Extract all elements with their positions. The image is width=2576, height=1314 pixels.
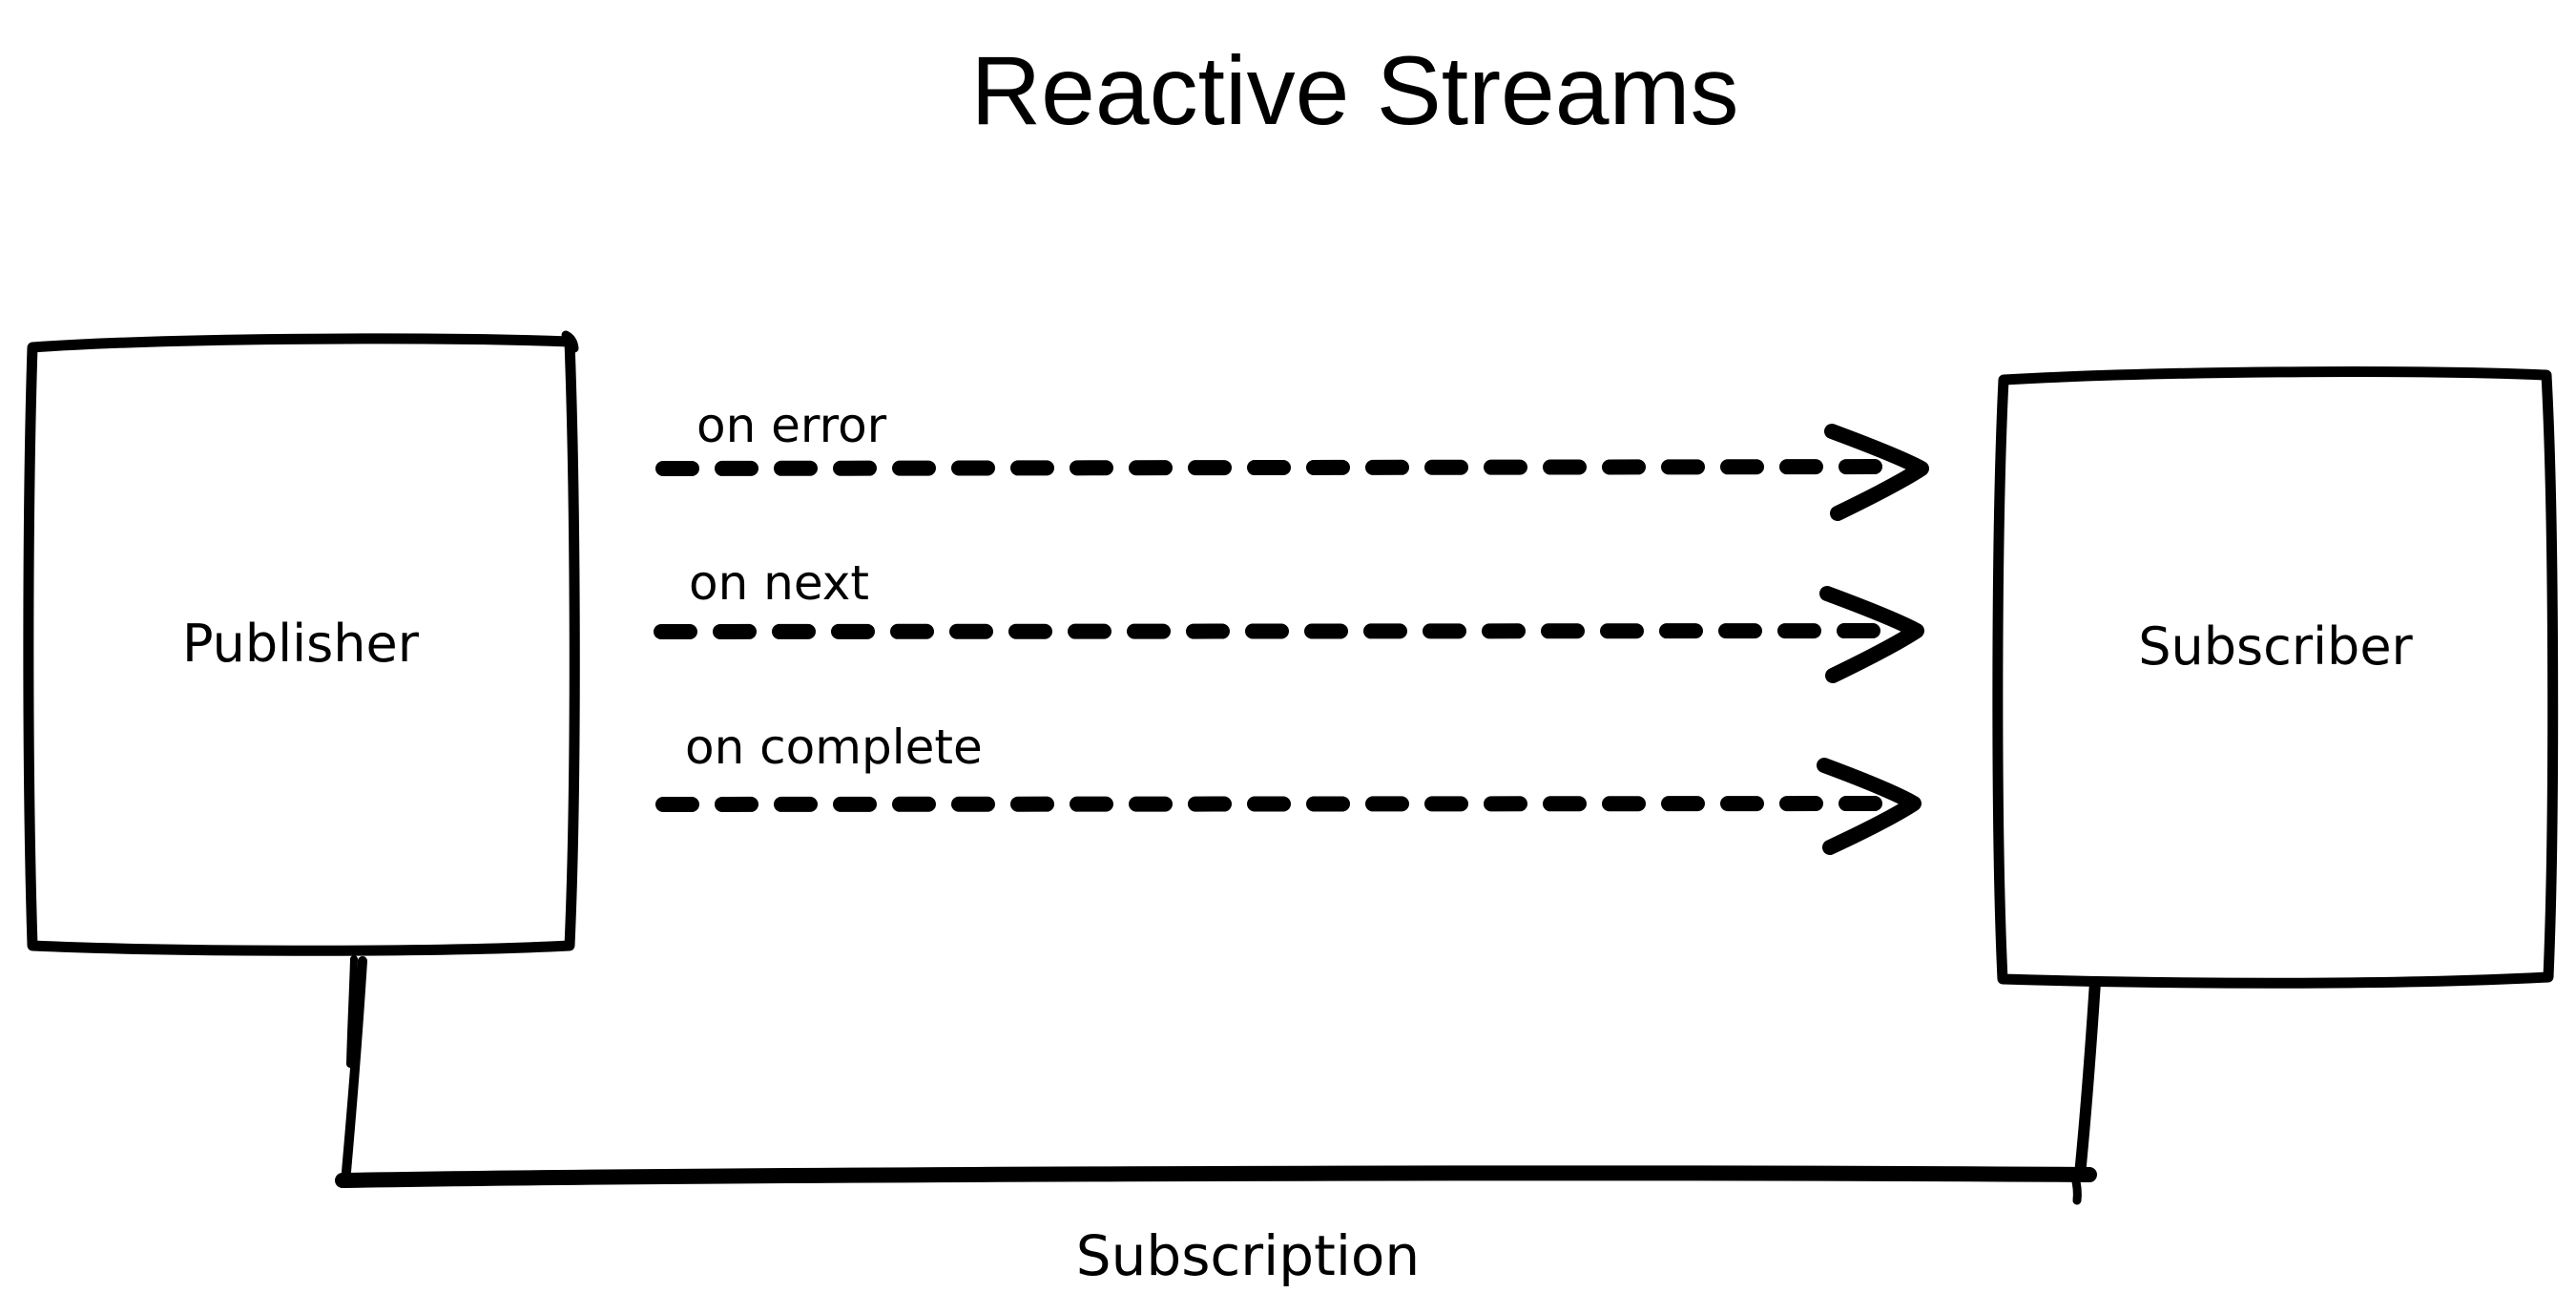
connector-corner-tail: [2070, 1172, 2082, 1205]
publisher-box: [23, 333, 580, 956]
publisher-label: Publisher: [182, 614, 420, 674]
subscription-connector: Subscription: [335, 955, 2101, 1288]
connector-left-line-retrace: [346, 955, 358, 1068]
event-arrow-on-error: on error: [655, 398, 1929, 521]
arrowhead-icon: [1819, 586, 1924, 683]
subscriber-label: Subscriber: [2138, 616, 2413, 677]
connector-bottom-line: [335, 1165, 2097, 1188]
publisher-box-corner-stroke: [561, 330, 579, 353]
dashed-line-on-next: [654, 623, 1900, 639]
connector-right-line: [2074, 976, 2101, 1180]
event-arrow-on-complete: on complete: [655, 720, 1922, 855]
dashed-line-on-complete: [655, 796, 1897, 812]
event-arrow-on-next: on next: [654, 555, 1924, 683]
subscription-label: Subscription: [1076, 1223, 1420, 1288]
arrowhead-icon: [1824, 424, 1929, 521]
dashed-line-on-error: [655, 459, 1904, 476]
event-label-on-error: on error: [696, 398, 887, 453]
node-subscriber: Subscriber: [1992, 366, 2559, 989]
event-label-on-complete: on complete: [685, 720, 983, 775]
arrowhead-icon: [1817, 758, 1922, 855]
subscriber-box: [1992, 366, 2559, 989]
diagram-title: Reactive Streams: [971, 36, 1739, 145]
node-publisher: Publisher: [23, 330, 580, 956]
connector-left-line: [342, 956, 367, 1177]
event-label-on-next: on next: [689, 555, 869, 611]
